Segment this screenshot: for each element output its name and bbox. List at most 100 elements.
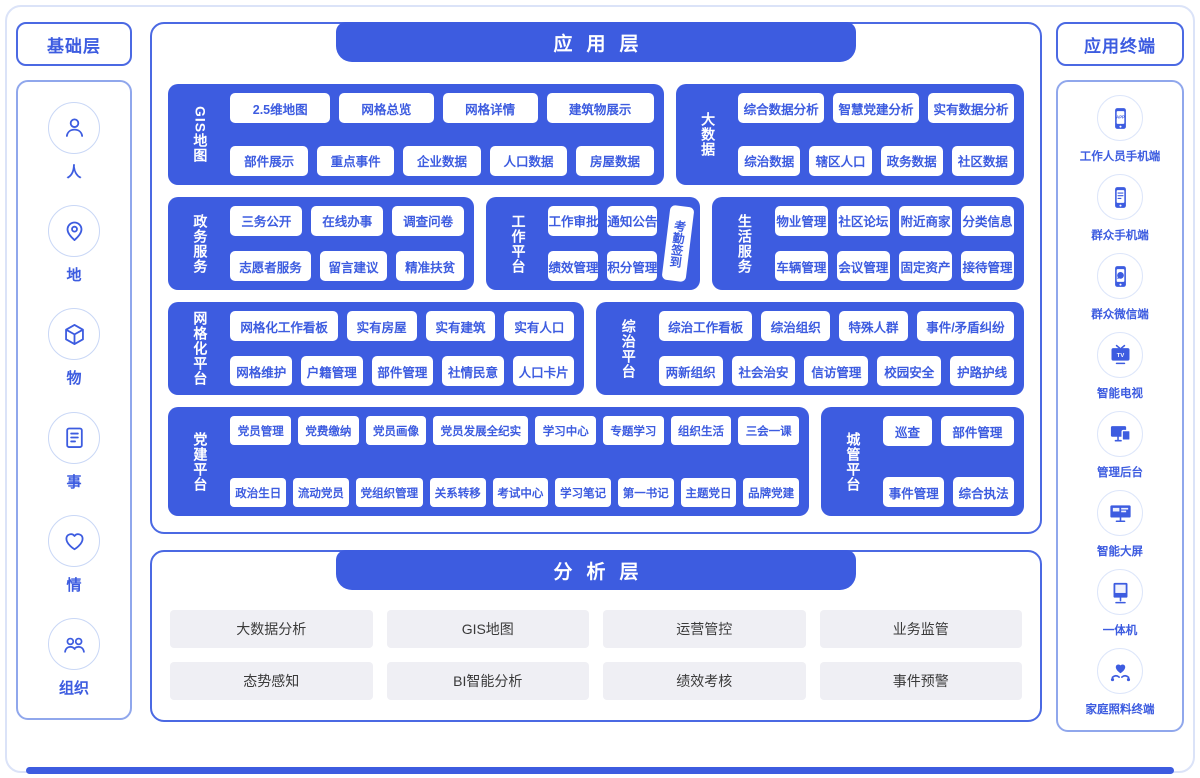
- feature-chip: 网格维护: [230, 356, 292, 387]
- feature-chip: 信访管理: [804, 356, 869, 387]
- panel-city-mgmt-platform: 城管平台 巡查部件管理事件管理综合执法: [821, 407, 1024, 517]
- terminal-item-admin-console: 管理后台: [1097, 411, 1143, 480]
- panel-title: GIS地图: [192, 105, 209, 164]
- panel-buttons: 综合数据分析智慧党建分析实有数据分析综治数据辖区人口政务数据社区数据: [738, 93, 1014, 176]
- feature-chip: 流动党员: [293, 478, 349, 508]
- feature-chip: 实有数据分析: [928, 93, 1014, 123]
- feature-chip: 人口数据: [489, 145, 568, 176]
- feature-chip: 物业管理: [774, 205, 828, 236]
- feature-chip: 党员发展全纪实: [433, 416, 529, 446]
- feature-chip: 网格总览: [339, 93, 434, 123]
- feature-chip: 社区论坛: [836, 205, 890, 236]
- panel-buttons: 工作审批通知公告绩效管理积分管理: [548, 205, 658, 282]
- group-icon: [48, 618, 100, 671]
- heart-icon: [48, 514, 100, 567]
- feature-chip: 重点事件: [316, 145, 395, 176]
- feature-chip: 积分管理: [607, 251, 658, 282]
- panel-party-platform: 党建平台 党员管理党费缴纳党员画像党员发展全纪实学习中心专题学习组织生活三会一课…: [168, 407, 810, 517]
- terminal-item-phone-chat: 群众微信端: [1091, 253, 1149, 322]
- feature-chip: 党员画像: [365, 416, 427, 446]
- base-item-heart: 情: [48, 514, 100, 595]
- item-label: 智能电视: [1097, 388, 1143, 400]
- feature-chip: 调查问卷: [392, 205, 465, 236]
- feature-chip: 房屋数据: [576, 145, 654, 176]
- chip-row: 2.5维地图网格总览网格详情建筑物展示: [230, 93, 654, 123]
- analysis-chip: 运营管控: [603, 610, 806, 648]
- feature-chip: 户籍管理: [300, 356, 363, 387]
- feature-chip: 综治数据: [738, 145, 801, 176]
- feature-chip: 党费缴纳: [298, 416, 359, 446]
- feature-chip: 社情民意: [442, 356, 504, 387]
- chip-row: 志愿者服务留言建议精准扶贫: [230, 251, 465, 282]
- panel-work-platform: 工作平台 工作审批通知公告绩效管理积分管理 考勤签到: [486, 196, 701, 291]
- feature-chip: 校园安全: [877, 356, 942, 387]
- feature-chip: 接待管理: [960, 251, 1015, 282]
- base-layer-items: 人地物事情组织: [16, 80, 132, 720]
- feature-chip: 巡查: [883, 416, 932, 447]
- item-label: 组织: [58, 680, 89, 698]
- terminals-header: 应用终端: [1056, 22, 1184, 66]
- feature-chip: 实有建筑: [425, 311, 496, 342]
- feature-chip: 社区数据: [951, 145, 1014, 176]
- feature-chip: 部件展示: [230, 145, 308, 176]
- panel-title: 城管平台: [845, 431, 862, 492]
- chip-row: 巡查部件管理: [883, 416, 1014, 447]
- feature-chip: 通知公告: [607, 205, 658, 236]
- bottom-accent-bar: [26, 767, 1174, 774]
- feature-chip: 分类信息: [960, 205, 1015, 236]
- chip-row: 综合数据分析智慧党建分析实有数据分析: [738, 93, 1014, 123]
- feature-chip: 护路护线: [950, 356, 1015, 387]
- panel-title: 政务服务: [192, 213, 209, 274]
- item-label: 人: [66, 163, 82, 181]
- feature-chip: 部件管理: [940, 416, 1014, 447]
- chip-row: 综治数据辖区人口政务数据社区数据: [738, 145, 1014, 176]
- panel-title: 综治平台: [620, 318, 637, 379]
- feature-chip: 绩效管理: [548, 251, 599, 282]
- analysis-layer-title: 分析层: [336, 550, 856, 590]
- analysis-chip: 大数据分析: [170, 610, 373, 648]
- kiosk-icon: [1097, 569, 1143, 615]
- item-label: 事: [66, 473, 82, 491]
- item-label: 工作人员手机端: [1079, 151, 1161, 163]
- feature-chip: 附近商家: [898, 205, 952, 236]
- chip-row: 三务公开在线办事调查问卷: [230, 205, 465, 236]
- analysis-chip: 事件预警: [819, 662, 1022, 700]
- base-layer-title: 基础层: [47, 36, 101, 56]
- panel-buttons: 物业管理社区论坛附近商家分类信息车辆管理会议管理固定资产接待管理: [774, 205, 1015, 282]
- panel-row-2: 政务服务 三务公开在线办事调查问卷志愿者服务留言建议精准扶贫 工作平台 工作审批…: [168, 196, 1024, 291]
- chip-row: 两新组织社会治安信访管理校园安全护路护线: [658, 356, 1015, 387]
- terminals-title: 应用终端: [1084, 36, 1156, 56]
- feature-chip: 综合数据分析: [738, 93, 825, 123]
- panel-title: 网格化平台: [192, 311, 209, 387]
- chip-row: 事件管理综合执法: [883, 477, 1014, 508]
- feature-chip: 人口卡片: [512, 356, 575, 387]
- panel-title: 党建平台: [192, 431, 209, 492]
- item-label: 智能大屏: [1097, 546, 1143, 558]
- base-layer-column: 基础层 人地物事情组织: [16, 22, 132, 720]
- feature-chip: 特殊人群: [839, 311, 908, 342]
- feature-chip: 主题党日: [680, 478, 737, 508]
- feature-chip: 综合执法: [953, 477, 1014, 508]
- feature-chip: 考试中心: [492, 478, 549, 508]
- feature-chip: 品牌党建: [743, 478, 799, 508]
- terminal-item-tv: TV 智能电视: [1097, 332, 1143, 401]
- application-layer-box: 应用层 GIS地图 2.5维地图网格总览网格详情建筑物展示部件展示重点事件企业数…: [150, 22, 1042, 534]
- feature-chip: 三务公开: [230, 205, 303, 236]
- feature-chip: 党组织管理: [355, 478, 423, 508]
- base-item-person: 人: [48, 101, 100, 182]
- panel-row-1: GIS地图 2.5维地图网格总览网格详情建筑物展示部件展示重点事件企业数据人口数…: [168, 84, 1024, 185]
- feature-chip: 2.5维地图: [230, 93, 331, 123]
- tv-icon: TV: [1097, 332, 1143, 378]
- feature-chip: 部件管理: [371, 356, 434, 387]
- analysis-chip: 绩效考核: [603, 662, 806, 700]
- chip-row: 部件展示重点事件企业数据人口数据房屋数据: [230, 145, 654, 176]
- chip-row: 政治生日流动党员党组织管理关系转移考试中心学习笔记第一书记主题党日品牌党建: [230, 478, 799, 508]
- item-label: 物: [66, 370, 82, 388]
- feature-chip: 综治组织: [761, 311, 831, 342]
- panel-row-3: 网格化平台 网格化工作看板实有房屋实有建筑实有人口网格维护户籍管理部件管理社情民…: [168, 302, 1024, 396]
- svg-text:APP: APP: [1116, 114, 1125, 119]
